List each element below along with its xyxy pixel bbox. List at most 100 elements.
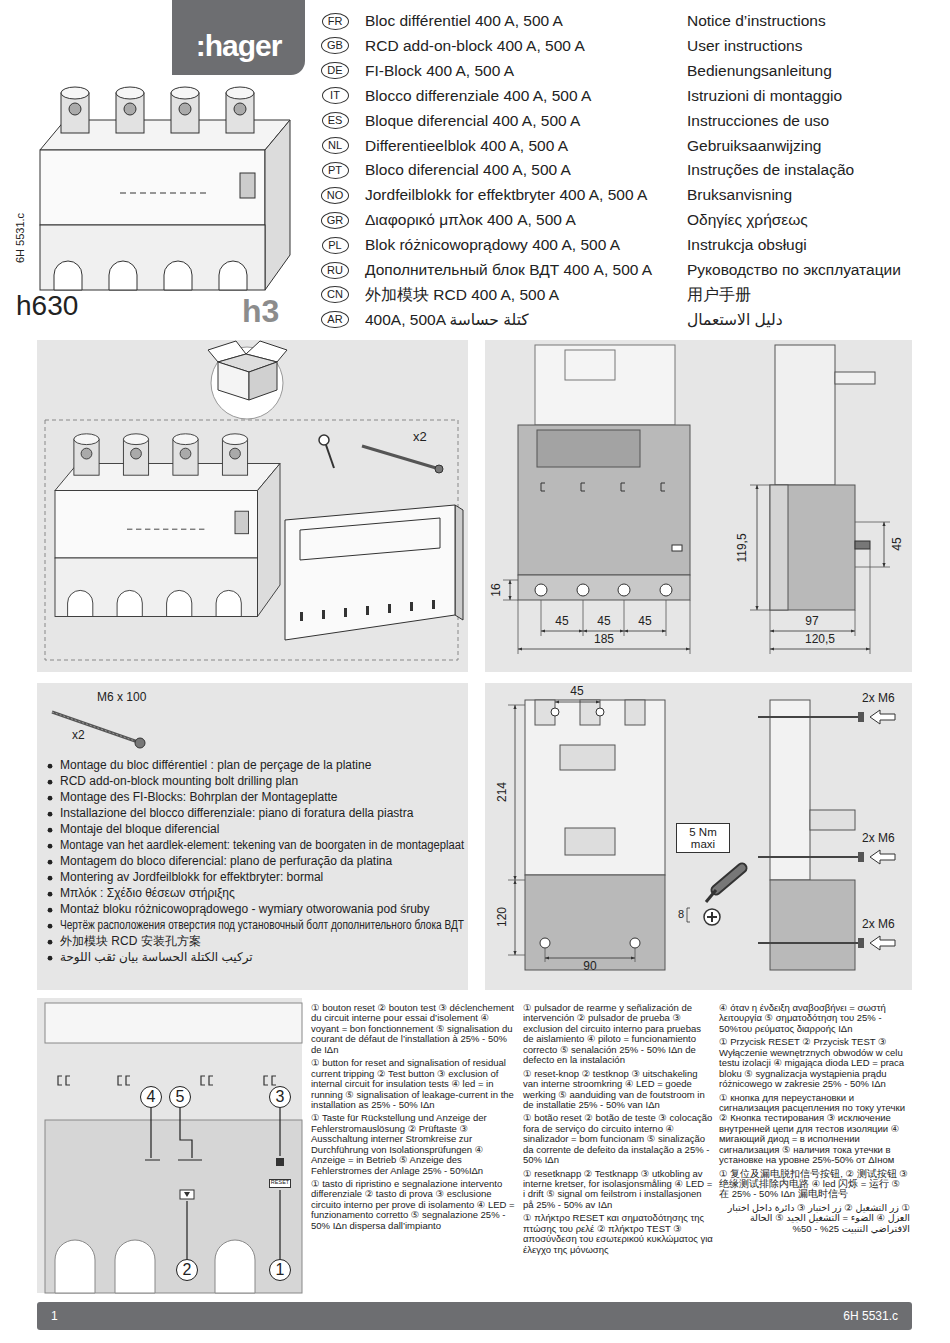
dimension: 45 (638, 615, 651, 629)
bullet (48, 828, 53, 833)
package-contents (45, 420, 463, 660)
callout-number-text: 2 (183, 1262, 192, 1278)
instruction-text: Montaż bloku różnicowoprądowego - wymiar… (60, 903, 430, 917)
dimension: 185 (594, 633, 614, 647)
dimension-drawing (503, 580, 690, 654)
bullet (48, 892, 53, 897)
mounting-drawing (555, 702, 600, 703)
dimension-drawing (884, 522, 885, 567)
language-code: PT (322, 162, 349, 179)
package-contents (326, 445, 334, 468)
manual-title: دليل الاستعمال (687, 311, 783, 329)
dimension: 119,5 (736, 533, 750, 562)
package-contents (388, 604, 391, 613)
text-column: ① bouton reset ② bouton test ③ déclenche… (311, 1003, 516, 1234)
dimension-drawing (750, 485, 890, 654)
product-name: Blocco differenziale 400 A, 500 A (365, 87, 591, 105)
dimension-drawing (757, 485, 884, 649)
instruction-text: Installazione del blocco differenziale: … (60, 807, 413, 821)
dimension-drawing (583, 631, 624, 632)
legend-text: ① button for reset and signalisation of … (311, 1058, 516, 1110)
manual-title: Istruzioni di montaggio (687, 87, 842, 105)
product-name: RCD add-on-block 400 A, 500 A (365, 37, 585, 55)
mounting-drawing (810, 810, 855, 830)
manual-title: Bedienungsanleitung (687, 62, 832, 80)
legend-text: ① tasto di ripristino e segnalazione int… (311, 1179, 516, 1231)
dimension-drawing (770, 631, 855, 632)
language-code: FR (322, 13, 349, 30)
instruction-text: Μπλόκ : Σχέδιο θέσεων στήριξης (60, 887, 235, 901)
callout-number: 3 (269, 1086, 291, 1108)
dimension-drawing (518, 649, 690, 650)
dimension-drawing (541, 631, 583, 632)
mounting-drawing (630, 938, 640, 948)
package-contents (435, 465, 443, 473)
panel (37, 998, 302, 1293)
front-panel-drawing (45, 1003, 302, 1043)
mounting-drawing (535, 700, 645, 725)
instruction-text: 外加模块 RCD 安装孔方案 (60, 935, 201, 949)
mounting-drawing (770, 700, 810, 880)
screw-spec: M6 x 100 (97, 691, 146, 705)
dimension-drawing (770, 485, 788, 610)
mounting-drawing (545, 958, 635, 959)
product-name: 外加模块 RCD 400 A, 500 A (365, 286, 559, 304)
language-code: GB (321, 37, 349, 54)
callout-number: 5 (169, 1086, 191, 1108)
dimension-drawing (503, 580, 518, 581)
package-contents (285, 505, 455, 640)
front-panel-drawing (186, 1201, 187, 1259)
dimension-drawing (541, 483, 665, 491)
dimension-drawing (770, 485, 855, 610)
instruction-text: Montagem do bloco diferencial: plano de … (60, 855, 392, 869)
dimension-drawing (870, 549, 871, 654)
package-contents (300, 518, 440, 560)
language-code-text: NL (328, 140, 342, 151)
language-code: GR (321, 212, 350, 229)
front-panel-drawing (184, 1192, 190, 1197)
dimension-drawing (565, 350, 615, 380)
mounting-drawing (560, 745, 615, 770)
dimension-drawing (535, 345, 675, 425)
language-code-text: NO (327, 190, 344, 201)
callout-number-text: 5 (176, 1089, 185, 1105)
mounting-drawing (706, 890, 716, 902)
mounting-drawing (758, 942, 858, 944)
package-contents (300, 612, 303, 621)
front-panel-drawing (145, 1108, 160, 1160)
bullet (48, 956, 53, 961)
language-code: CN (321, 286, 349, 303)
manual-title: User instructions (687, 37, 802, 55)
mounting-drawing (565, 828, 615, 855)
product-name: Blok różnicowoprądowy 400 A, 500 A (365, 236, 620, 254)
bullet (48, 812, 53, 817)
mounting-drawing (540, 938, 550, 948)
package-contents (455, 505, 463, 620)
bullet (48, 796, 53, 801)
language-code-text: ES (328, 115, 343, 126)
manual-title: Instrukcja obsługi (687, 236, 807, 254)
mounting-drawing (540, 708, 640, 948)
document-code: 6H 5531.c (14, 213, 27, 263)
front-panel-drawing (145, 1108, 280, 1259)
dimension: 97 (805, 615, 818, 629)
language-code-text: PT (328, 165, 342, 176)
package-contents (300, 600, 435, 621)
mounting-drawing (758, 856, 858, 858)
bullet (48, 940, 53, 945)
language-code: RU (321, 262, 349, 279)
front-panel-drawing (180, 1190, 194, 1199)
callout-number: 2 (176, 1259, 198, 1281)
language-code-text: DE (327, 65, 342, 76)
callout-number: 1 (269, 1259, 291, 1281)
language-code: PL (322, 237, 349, 254)
mounting-drawing (515, 705, 516, 880)
panel (37, 340, 912, 1293)
package-contents (322, 610, 325, 619)
package-contents (319, 435, 329, 445)
legend-text: ① кнопка для переустановки и сигнализаци… (719, 1093, 910, 1166)
language-code-text: PL (328, 240, 341, 251)
dimension-drawing (690, 600, 691, 654)
language-code: IT (322, 87, 349, 104)
bullet (48, 924, 53, 929)
